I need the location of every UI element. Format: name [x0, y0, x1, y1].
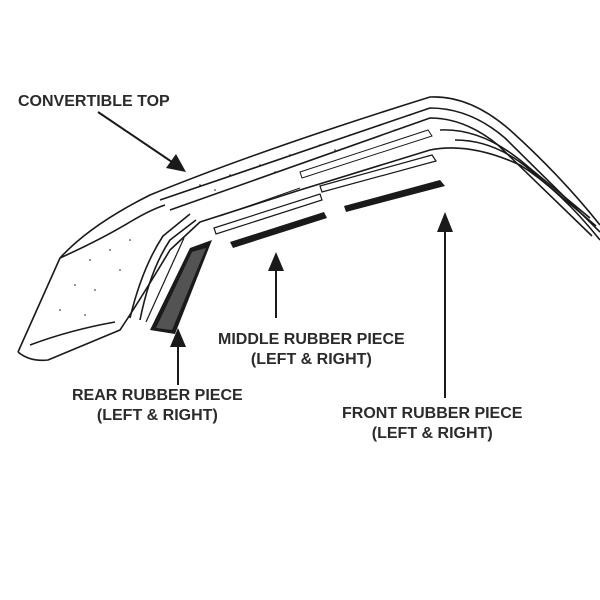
rear-rubber-piece	[146, 238, 212, 334]
arrow-middle-piece	[268, 252, 284, 318]
middle-rubber-piece-label-sides: (LEFT & RIGHT)	[218, 350, 405, 370]
rear-rubber-piece-label-title: REAR RUBBER PIECE	[72, 386, 243, 406]
middle-rubber-piece-label-title: MIDDLE RUBBER PIECE	[218, 330, 405, 350]
arrow-convertible-top	[98, 112, 186, 172]
middle-rubber-piece-label: MIDDLE RUBBER PIECE (LEFT & RIGHT)	[218, 330, 405, 370]
rear-rubber-piece-label-sides: (LEFT & RIGHT)	[72, 406, 243, 426]
middle-rubber-piece	[214, 188, 327, 248]
front-rubber-piece-label: FRONT RUBBER PIECE (LEFT & RIGHT)	[342, 404, 522, 444]
convertible-top-label: CONVERTIBLE TOP	[18, 92, 170, 112]
convertible-top-label-text: CONVERTIBLE TOP	[18, 92, 170, 112]
arrow-rear-piece	[170, 328, 186, 385]
rear-rubber-piece-label: REAR RUBBER PIECE (LEFT & RIGHT)	[72, 386, 243, 426]
front-rubber-piece-label-sides: (LEFT & RIGHT)	[342, 424, 522, 444]
convertible-top-body	[18, 97, 600, 360]
front-rubber-piece-label-title: FRONT RUBBER PIECE	[342, 404, 522, 424]
arrow-front-piece	[437, 212, 453, 398]
top-texture-dots	[59, 114, 411, 316]
